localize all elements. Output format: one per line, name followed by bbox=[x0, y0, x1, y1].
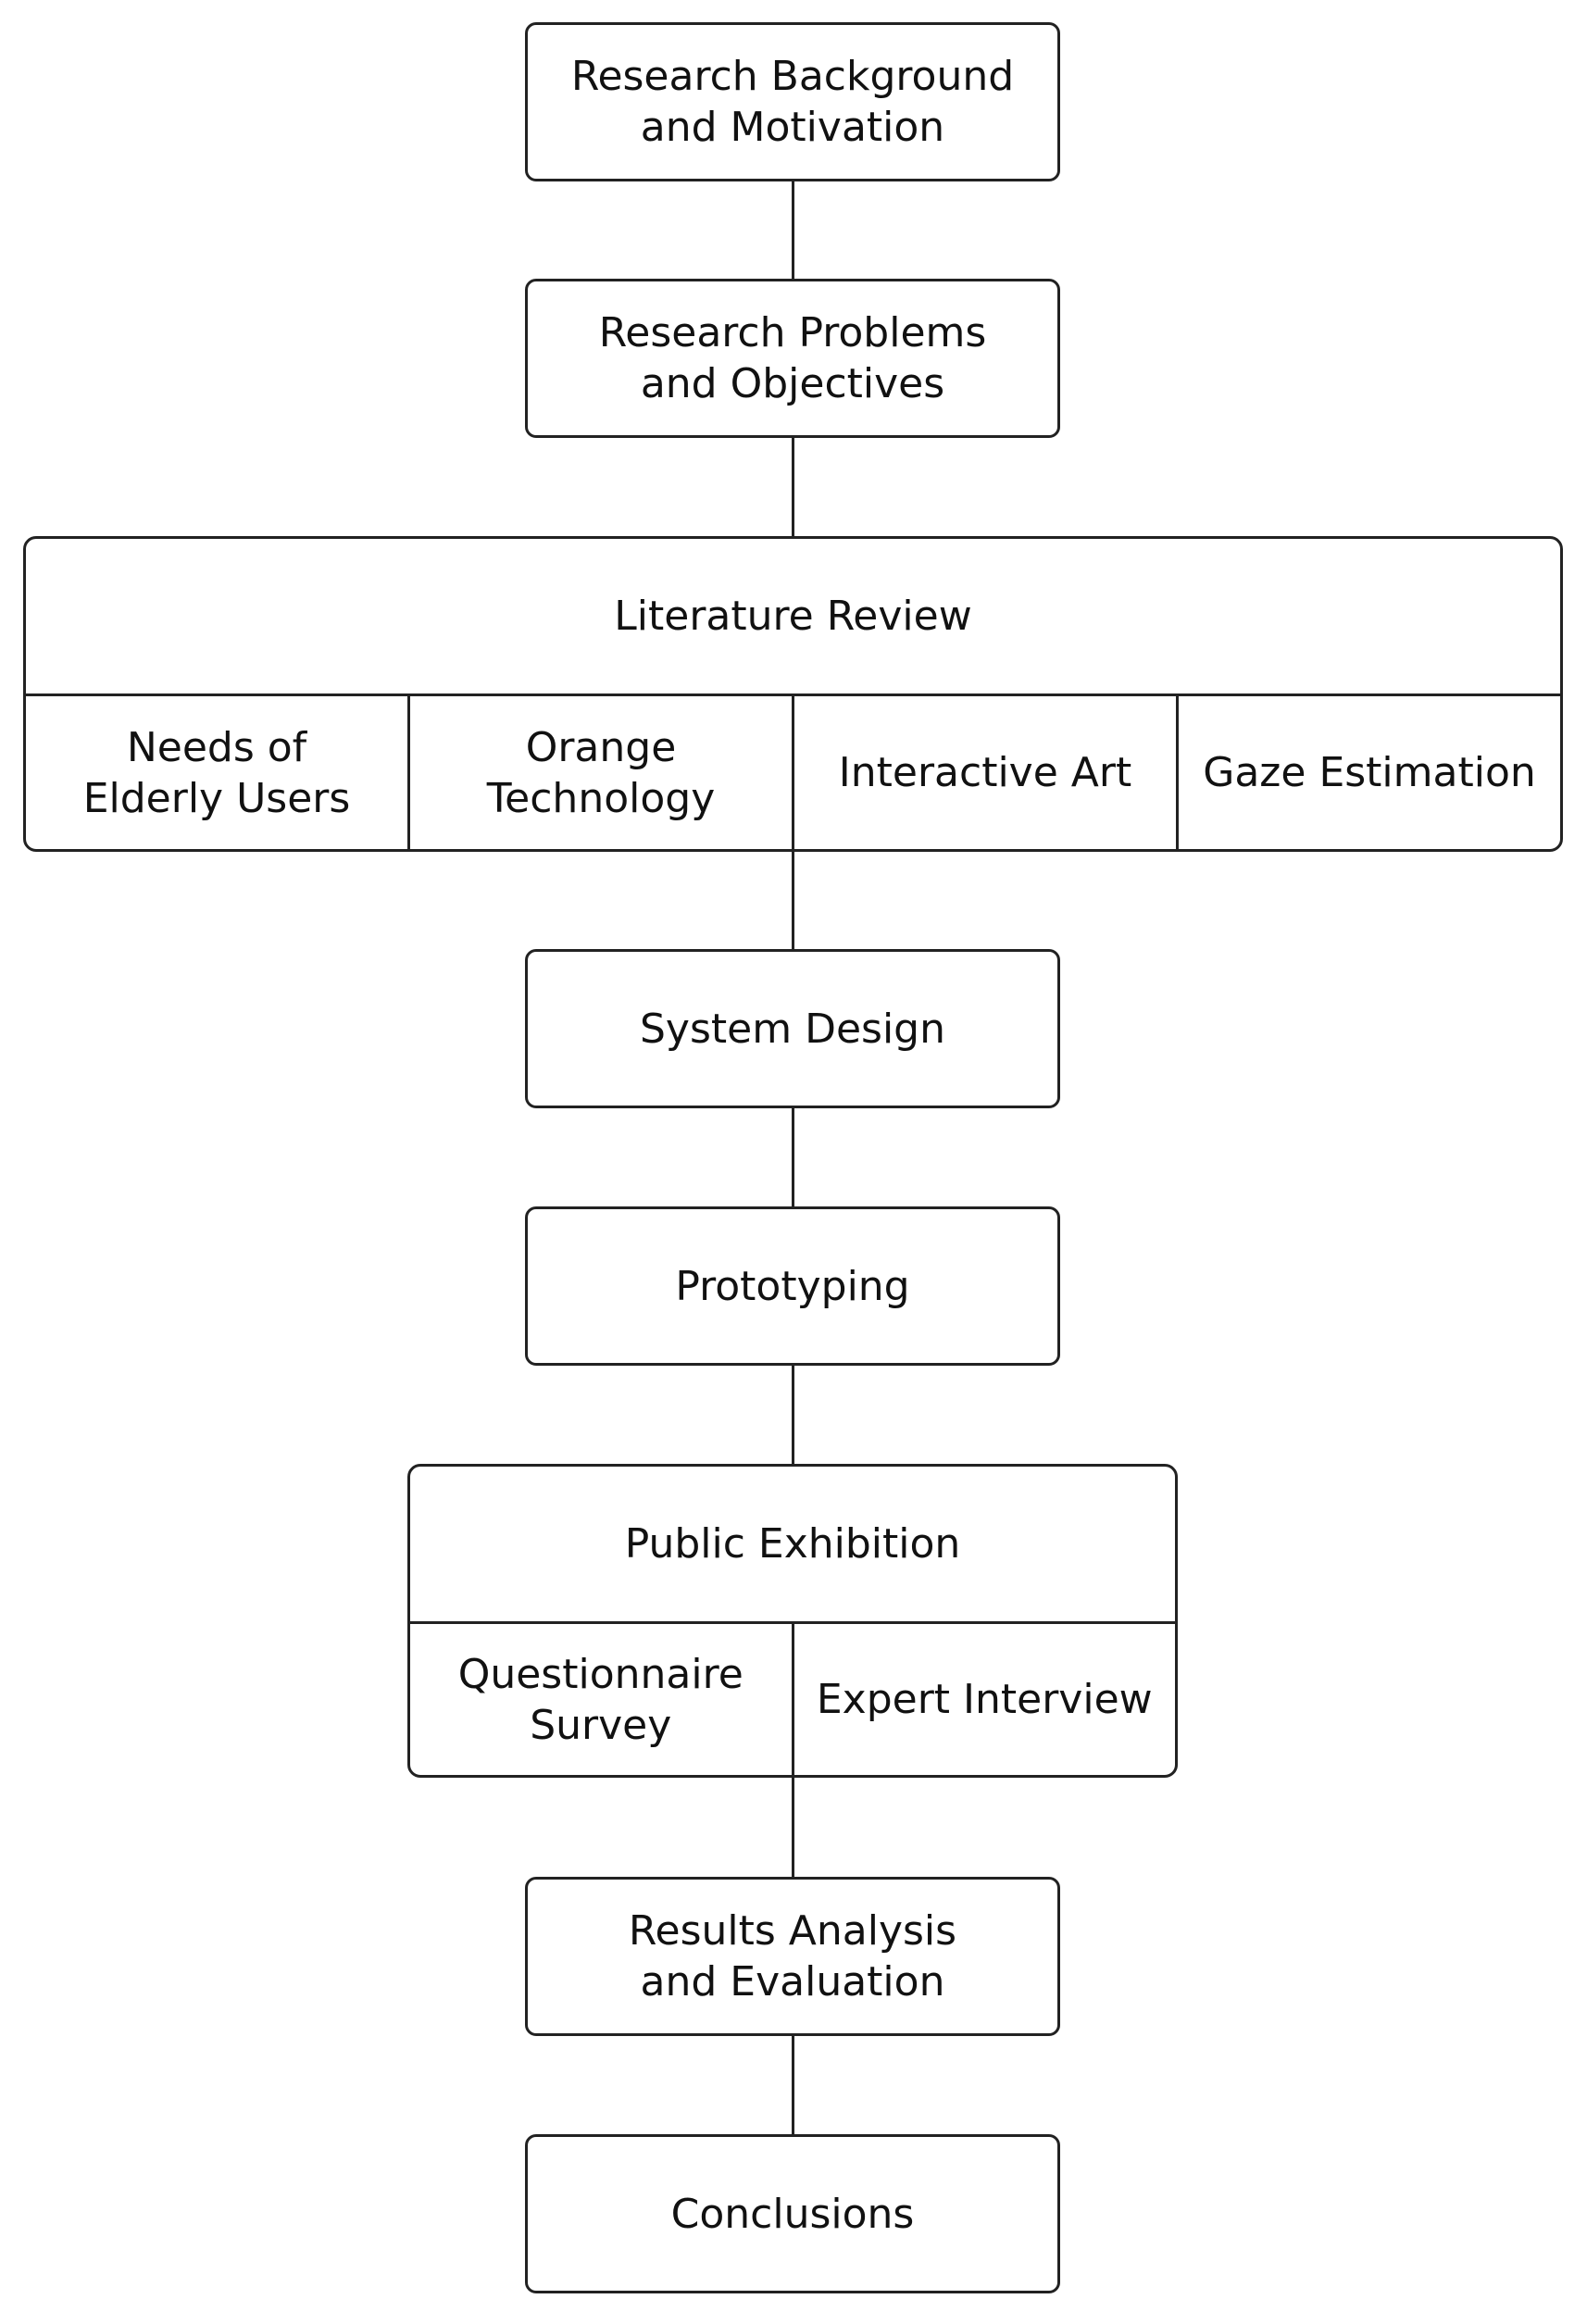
method-label: Questionnaire Survey bbox=[457, 1650, 744, 1749]
node-prototyping: Prototyping bbox=[525, 1206, 1060, 1366]
topic-needs-of-elderly-users: Needs of Elderly Users bbox=[26, 696, 407, 849]
method-questionnaire-survey: Questionnaire Survey bbox=[410, 1624, 792, 1775]
node-research-problems: Research Problems and Objectives bbox=[525, 279, 1060, 438]
connector-problems-literature bbox=[792, 437, 794, 537]
node-public-exhibition: Public Exhibition Questionnaire Survey E… bbox=[407, 1464, 1178, 1778]
literature-review-topics: Needs of Elderly Users Orange Technology… bbox=[26, 696, 1560, 849]
connector-system-design-prototyping bbox=[792, 1107, 794, 1207]
public-exhibition-header: Public Exhibition bbox=[410, 1467, 1175, 1624]
node-system-design: System Design bbox=[525, 949, 1060, 1108]
topic-label: Needs of Elderly Users bbox=[82, 723, 351, 822]
node-research-background-label: Research Background and Motivation bbox=[570, 53, 1015, 151]
topic-label: Gaze Estimation bbox=[1203, 749, 1536, 796]
node-system-design-label: System Design bbox=[640, 1005, 945, 1053]
connector-prototyping-exhibition bbox=[792, 1365, 794, 1465]
topic-label: Orange Technology bbox=[486, 723, 716, 822]
topic-gaze-estimation: Gaze Estimation bbox=[1176, 696, 1560, 849]
node-conclusions: Conclusions bbox=[525, 2134, 1060, 2293]
node-conclusions-label: Conclusions bbox=[670, 2190, 915, 2238]
method-expert-interview: Expert Interview bbox=[791, 1624, 1176, 1775]
node-research-background: Research Background and Motivation bbox=[525, 22, 1060, 181]
literature-review-header: Literature Review bbox=[26, 539, 1560, 696]
connector-exhibition-results bbox=[792, 1776, 794, 1878]
connector-background-problems bbox=[792, 180, 794, 280]
node-results-analysis: Results Analysis and Evaluation bbox=[525, 1877, 1060, 2036]
method-label: Expert Interview bbox=[816, 1676, 1153, 1723]
public-exhibition-methods: Questionnaire Survey Expert Interview bbox=[410, 1624, 1175, 1775]
topic-orange-technology: Orange Technology bbox=[407, 696, 792, 849]
node-prototyping-label: Prototyping bbox=[675, 1262, 910, 1310]
public-exhibition-title: Public Exhibition bbox=[624, 1520, 961, 1568]
literature-review-title: Literature Review bbox=[614, 593, 972, 640]
topic-interactive-art: Interactive Art bbox=[792, 696, 1176, 849]
topic-label: Interactive Art bbox=[838, 749, 1132, 796]
node-results-analysis-label: Results Analysis and Evaluation bbox=[628, 1907, 957, 2005]
node-research-problems-label: Research Problems and Objectives bbox=[598, 309, 987, 407]
connector-results-conclusions bbox=[792, 2035, 794, 2135]
node-literature-review: Literature Review Needs of Elderly Users… bbox=[23, 536, 1563, 852]
connector-literature-system-design bbox=[792, 850, 794, 950]
